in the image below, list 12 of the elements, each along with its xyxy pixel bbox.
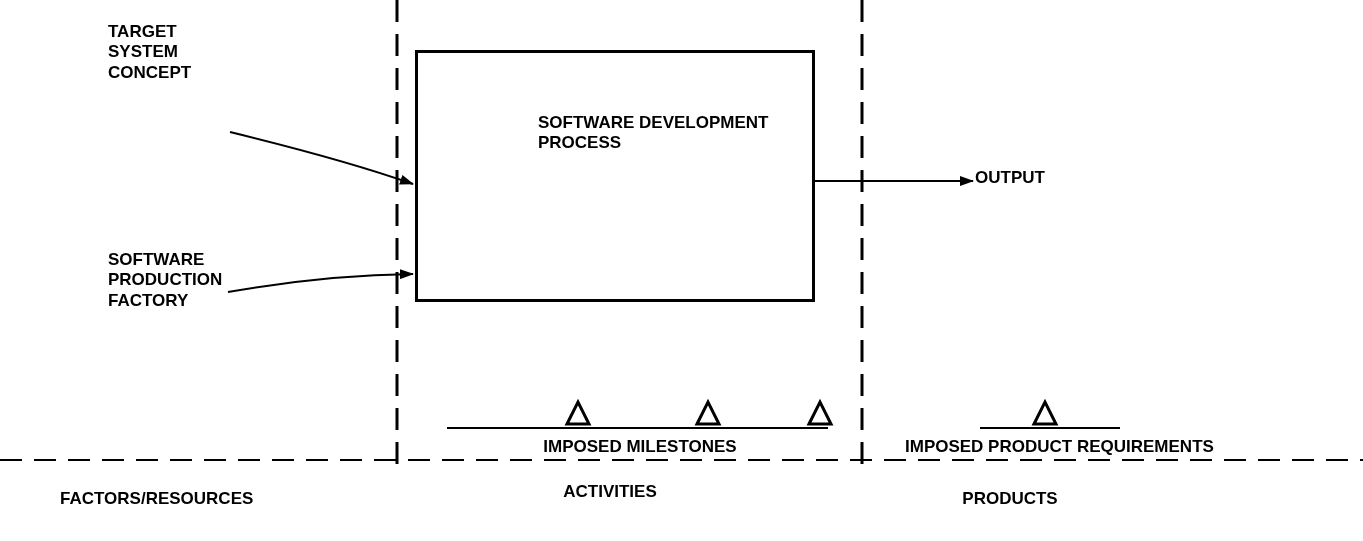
node-label: OUTPUT [975, 168, 1065, 194]
section-label: ACTIVITIES [562, 482, 658, 503]
section-label: FACTORS/RESOURCES [60, 489, 255, 510]
node-label: SOFTWARE PRODUCTION FACTORY [108, 250, 258, 330]
arrow [814, 176, 974, 186]
section-label: PRODUCTS [961, 489, 1059, 510]
node-label: TARGET SYSTEM CONCEPT [108, 22, 238, 102]
section-label: IMPOSED MILESTONES [542, 437, 738, 458]
process-box: SOFTWARE DEVELOPMENT PROCESS [415, 50, 815, 302]
arrow [227, 269, 414, 293]
arrow [229, 131, 414, 185]
section-label: IMPOSED PRODUCT REQUIREMENTS [905, 437, 1215, 458]
